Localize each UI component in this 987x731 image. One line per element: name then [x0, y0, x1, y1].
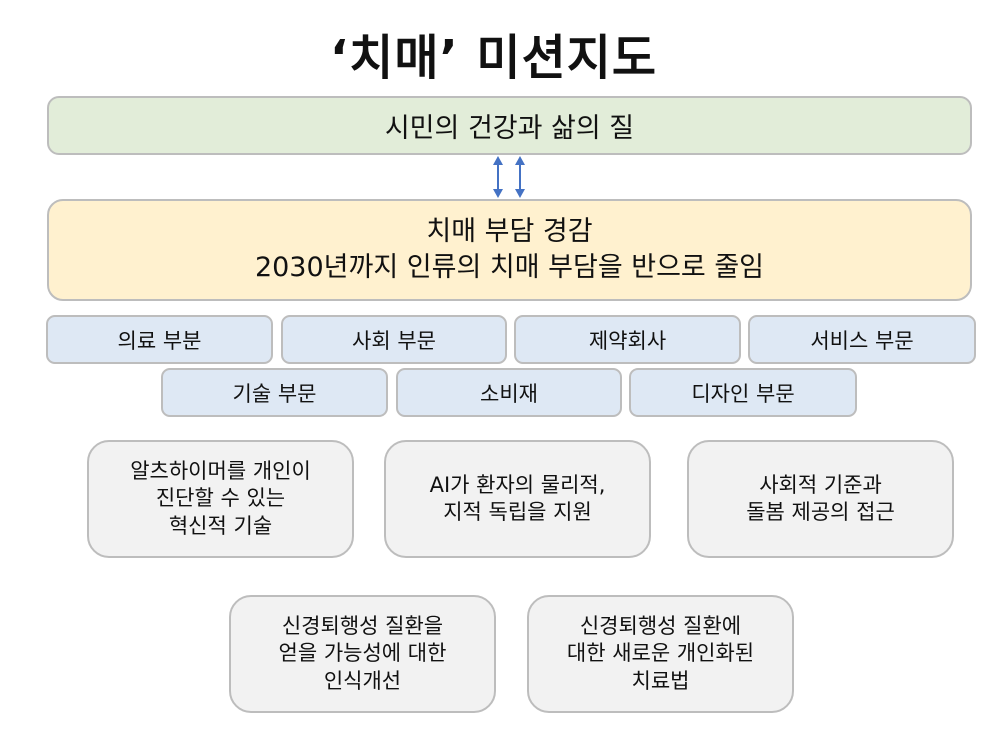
double-arrow-icon [492, 155, 504, 199]
diagram-title: ‘치매’ 미션지도 [329, 30, 658, 86]
initiative-awareness: 신경퇴행성 질환을 얻을 가능성에 대한 인식개선 [229, 595, 496, 713]
sector-design: 디자인 부문 [629, 368, 857, 417]
sector-label: 서비스 부문 [810, 328, 914, 353]
sector-label: 사회 부문 [352, 328, 436, 353]
initiative-personalized-therapy: 신경퇴행성 질환에 대한 새로운 개인화된 치료법 [527, 595, 794, 713]
sector-pharma: 제약회사 [514, 315, 741, 364]
mission-box: 치매 부담 경감 2030년까지 인류의 치매 부담을 반으로 줄임 [47, 199, 972, 301]
initiative-diagnosis-tech: 알츠하이머를 개인이 진단할 수 있는 혁신적 기술 [87, 440, 354, 558]
mission-title: 치매 부담 경감 [426, 215, 593, 247]
double-arrow-icon [514, 155, 526, 199]
sector-consumer-goods: 소비재 [396, 368, 622, 417]
sector-label: 기술 부문 [232, 381, 317, 406]
goal-box: 시민의 건강과 삶의 질 [47, 96, 972, 155]
sector-label: 디자인 부문 [691, 381, 795, 406]
initiative-ai-support: AI가 환자의 물리적, 지적 독립을 지원 [384, 440, 651, 558]
initiative-text: 신경퇴행성 질환을 얻을 가능성에 대한 인식개선 [278, 614, 447, 693]
sector-label: 제약회사 [588, 328, 667, 353]
sector-medical: 의료 부분 [46, 315, 273, 364]
initiative-text: 사회적 기준과 돌봄 제공의 접근 [746, 472, 895, 524]
sector-social: 사회 부문 [281, 315, 507, 364]
sector-label: 소비재 [480, 381, 538, 406]
goal-label: 시민의 건강과 삶의 질 [384, 113, 635, 144]
sector-label: 의료 부분 [117, 328, 202, 353]
mission-target: 2030년까지 인류의 치매 부담을 반으로 줄임 [254, 252, 765, 283]
sector-technology: 기술 부문 [161, 368, 388, 417]
initiative-text: 알츠하이머를 개인이 진단할 수 있는 혁신적 기술 [130, 459, 311, 538]
sector-service: 서비스 부문 [748, 315, 976, 364]
initiative-text: AI가 환자의 물리적, 지적 독립을 지원 [429, 472, 606, 524]
initiative-care-access: 사회적 기준과 돌봄 제공의 접근 [687, 440, 954, 558]
initiative-text: 신경퇴행성 질환에 대한 새로운 개인화된 치료법 [566, 614, 755, 693]
